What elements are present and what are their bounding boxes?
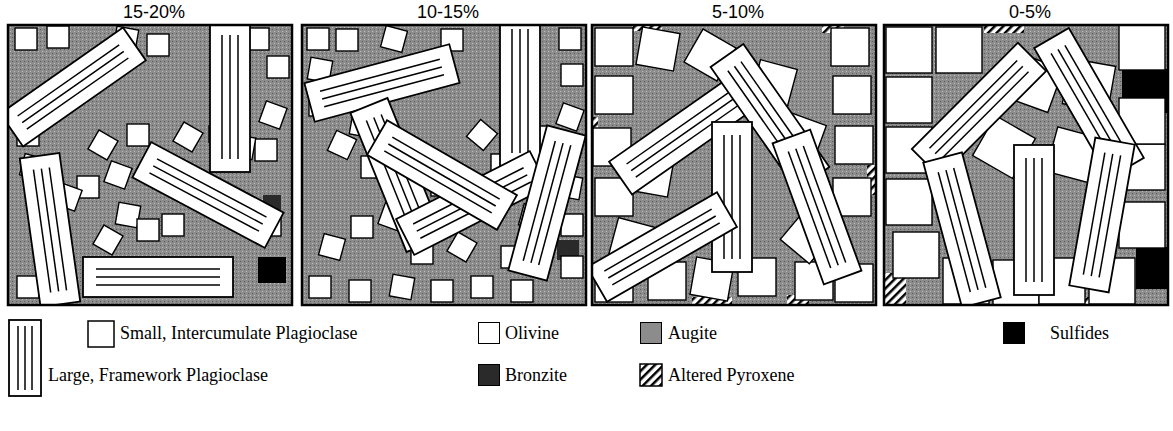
legend-label: Small, Intercumulate Plagioclase bbox=[120, 322, 357, 344]
texture-panel: 15-20% bbox=[8, 0, 300, 305]
legend-swatch bbox=[1003, 322, 1025, 344]
panel-heading: 0-5% bbox=[884, 1, 1173, 23]
legend-label: Augite bbox=[668, 322, 717, 344]
panel-heading: 5-10% bbox=[592, 1, 884, 23]
legend-symbols bbox=[9, 320, 662, 396]
legend-label: Large, Framework Plagioclase bbox=[48, 364, 268, 386]
legend-label: Bronzite bbox=[505, 364, 567, 386]
panel-heading: 15-20% bbox=[8, 1, 300, 23]
legend-label: Altered Pyroxene bbox=[668, 364, 794, 386]
texture-panel: 10-15% bbox=[302, 0, 594, 305]
legend-label: Olivine bbox=[505, 322, 559, 344]
texture-panel: 5-10% bbox=[592, 0, 884, 305]
legend-swatch bbox=[478, 322, 500, 344]
legend-label: Sulfides bbox=[1050, 322, 1109, 344]
legend-swatch bbox=[640, 322, 662, 344]
panel-heading: 10-15% bbox=[302, 1, 594, 23]
texture-panel: 0-5% bbox=[884, 0, 1173, 305]
legend-swatch bbox=[478, 364, 500, 386]
